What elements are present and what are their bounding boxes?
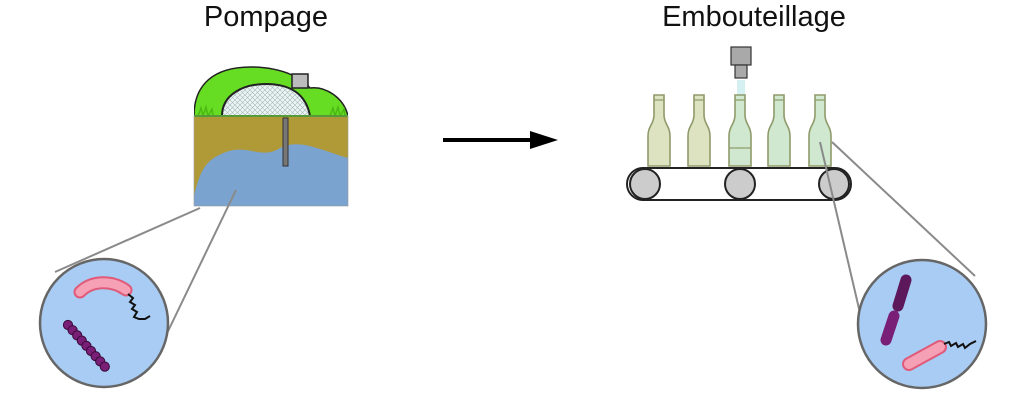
bottle-icon (647, 94, 671, 167)
magnifier-left (38, 257, 170, 389)
conveyor-belt-icon (626, 167, 852, 201)
arrow-right-icon (443, 131, 558, 149)
bottling-title: Embouteillage (662, 1, 846, 33)
zoom-lines-left (54, 189, 237, 353)
bottle-icon (808, 94, 832, 167)
dividing-bacterium-icon (880, 274, 912, 346)
coccus-cell (99, 361, 110, 372)
rod-bacterium-right-icon (902, 340, 977, 371)
bottle-icon (687, 94, 711, 167)
bottle-icon (728, 94, 752, 167)
magnifier-right (856, 258, 988, 390)
pumping-title: Pompage (203, 1, 329, 33)
magnifier-right-disc (856, 258, 988, 390)
bottle-icon (767, 94, 791, 167)
zoom-lines-right (819, 141, 976, 331)
magnifier-left-disc (38, 257, 170, 389)
grass-tufts (197, 104, 346, 119)
chain-bacterium-icon (62, 319, 110, 372)
groundwater (194, 144, 348, 206)
greenhouse-dome (220, 82, 312, 117)
bottles (647, 94, 832, 167)
well-pipe (282, 117, 289, 167)
rod-bacterium-icon (73, 276, 151, 320)
pump-house (291, 73, 309, 89)
well-pump-icon (193, 66, 349, 207)
